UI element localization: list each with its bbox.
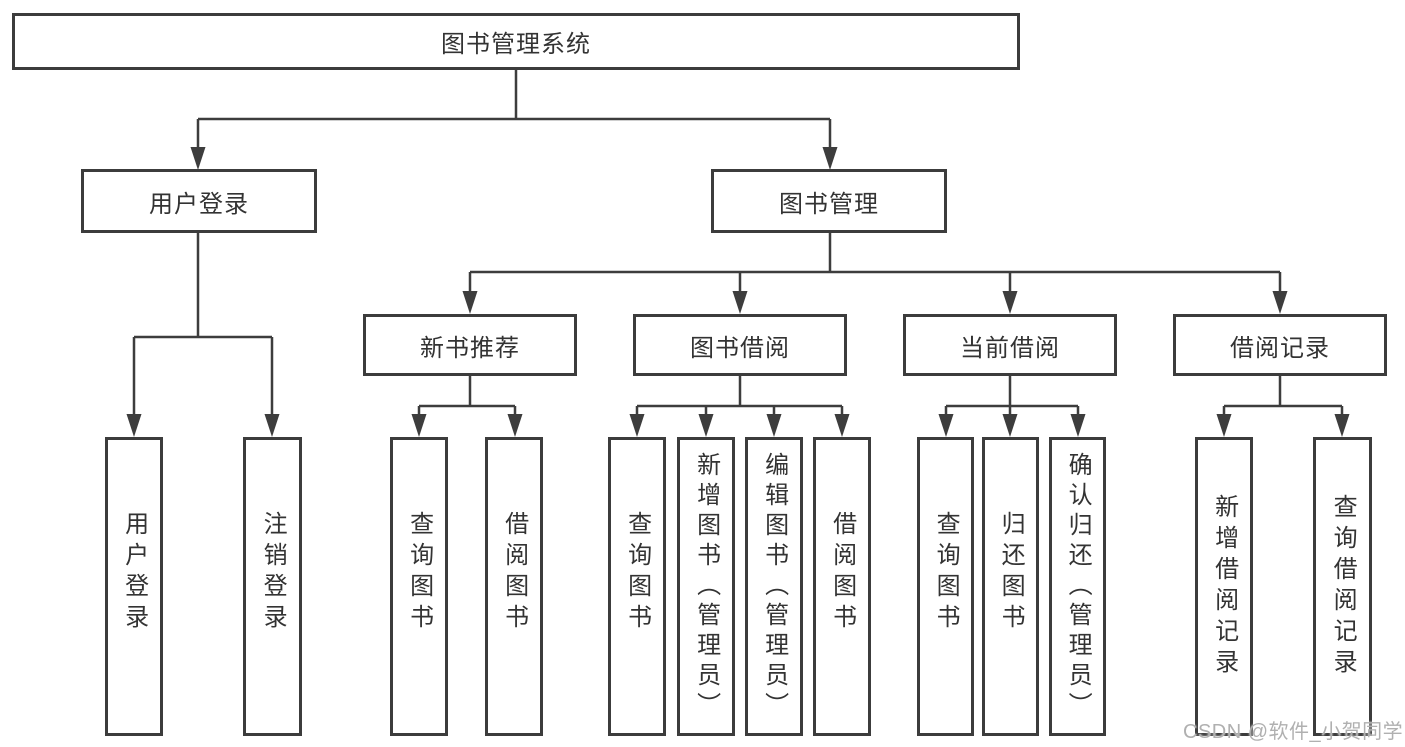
node-new-book-recommend-label: 新书推荐: [420, 334, 520, 362]
arrow-icon: [698, 414, 714, 437]
leaf-current-return-label: 归还图书: [997, 510, 1025, 635]
leaf-borrow-edit-admin: 编辑图书（管理员）: [745, 437, 803, 736]
leaf-newbooks-query: 查询图书: [390, 437, 448, 736]
arrow-icon: [732, 291, 748, 314]
node-root-label: 图书管理系统: [441, 31, 591, 58]
arrow-icon: [1002, 414, 1018, 437]
leaf-current-confirm-return-admin-label: 确认归还（管理员）: [1064, 451, 1092, 722]
leaf-newbooks-query-label: 查询图书: [405, 510, 433, 635]
arrow-icon: [834, 414, 850, 437]
leaf-records-add: 新增借阅记录: [1195, 437, 1253, 736]
arrow-icon: [1216, 414, 1232, 437]
arrow-icon: [1272, 291, 1288, 314]
node-user-login: 用户登录: [81, 169, 317, 233]
arrow-icon: [1002, 291, 1018, 314]
node-borrow-records-label: 借阅记录: [1230, 334, 1330, 362]
arrow-icon: [126, 414, 142, 437]
connector-book-borrow: [635, 376, 844, 417]
csdn-watermark: CSDN @软件_小贺同学: [1183, 721, 1404, 743]
node-book-management: 图书管理: [711, 169, 947, 233]
node-book-management-label: 图书管理: [779, 190, 879, 218]
node-current-borrow: 当前借阅: [903, 314, 1117, 376]
arrow-icon: [462, 291, 478, 314]
leaf-borrow-add-admin-label: 新增图书（管理员）: [692, 451, 720, 722]
node-current-borrow-label: 当前借阅: [960, 334, 1060, 362]
node-root: 图书管理系统: [12, 13, 1020, 70]
leaf-records-query: 查询借阅记录: [1313, 437, 1372, 736]
leaf-newbooks-borrow: 借阅图书: [485, 437, 543, 736]
connector-book-mgmt: [468, 233, 1282, 294]
leaf-newbooks-borrow-label: 借阅图书: [500, 510, 528, 635]
leaf-logout: 注销登录: [243, 437, 302, 736]
leaf-borrow-borrow: 借阅图书: [813, 437, 871, 736]
node-new-book-recommend: 新书推荐: [363, 314, 577, 376]
arrow-icon: [766, 414, 782, 437]
leaf-logout-label: 注销登录: [259, 510, 287, 635]
leaf-borrow-query-label: 查询图书: [623, 510, 651, 635]
arrow-icon: [264, 414, 280, 437]
arrow-icon: [1334, 414, 1350, 437]
leaf-current-return: 归还图书: [982, 437, 1039, 736]
arrow-icon: [507, 414, 523, 437]
arrow-icon: [1070, 414, 1086, 437]
leaf-current-query-label: 查询图书: [932, 510, 960, 635]
node-book-borrow: 图书借阅: [633, 314, 847, 376]
arrow-icon: [938, 414, 954, 437]
node-book-borrow-label: 图书借阅: [690, 334, 790, 362]
leaf-user-login: 用户登录: [105, 437, 163, 736]
arrow-icon: [190, 147, 206, 170]
leaf-borrow-add-admin: 新增图书（管理员）: [677, 437, 735, 736]
leaf-borrow-borrow-label: 借阅图书: [828, 510, 856, 635]
connector-root: [196, 70, 832, 150]
leaf-borrow-edit-admin-label: 编辑图书（管理员）: [760, 451, 788, 722]
arrowheads: [126, 147, 1350, 437]
leaf-records-add-label: 新增借阅记录: [1210, 493, 1238, 680]
connector-new-books: [417, 376, 517, 417]
leaf-user-login-label: 用户登录: [120, 510, 148, 635]
leaf-current-query: 查询图书: [917, 437, 974, 736]
leaf-current-confirm-return-admin: 确认归还（管理员）: [1049, 437, 1106, 736]
arrow-icon: [411, 414, 427, 437]
connector-borrow-records: [1222, 376, 1344, 417]
node-user-login-label: 用户登录: [149, 190, 249, 218]
leaf-records-query-label: 查询借阅记录: [1329, 493, 1357, 680]
connector-user-login: [132, 233, 274, 417]
arrow-icon: [629, 414, 645, 437]
arrow-icon: [822, 147, 838, 170]
leaf-borrow-query: 查询图书: [608, 437, 666, 736]
node-borrow-records: 借阅记录: [1173, 314, 1387, 376]
connector-current-borrow: [944, 376, 1080, 417]
